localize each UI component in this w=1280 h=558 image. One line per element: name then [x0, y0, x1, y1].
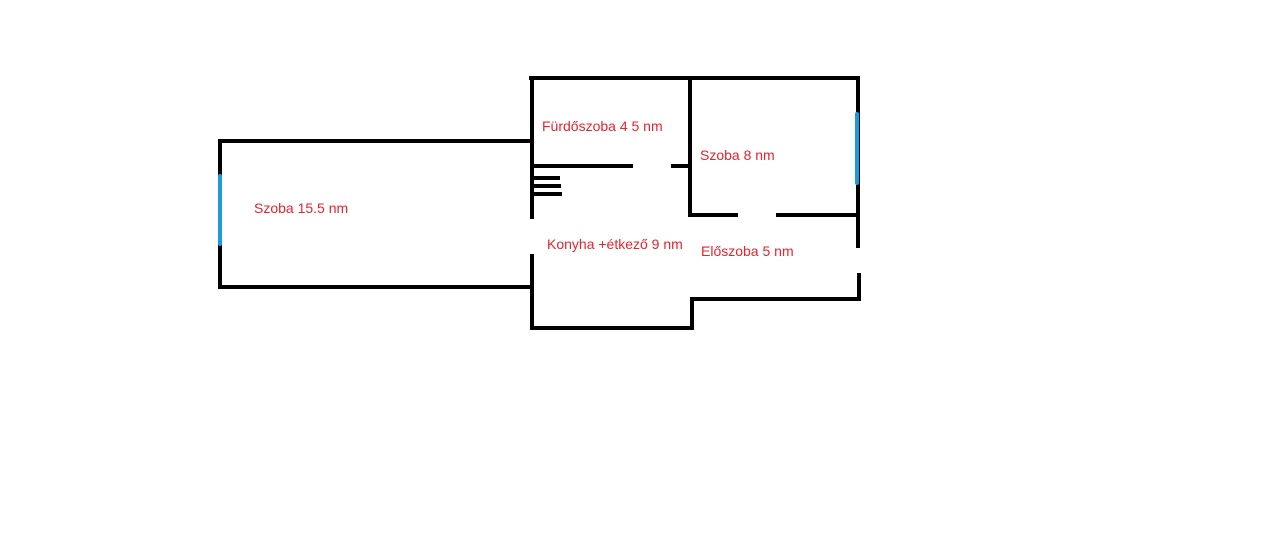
room-label-kitchen: Konyha +étkező 9 nm [547, 236, 683, 252]
room-label-bedroom: Szoba 8 nm [700, 147, 775, 163]
walls [218, 76, 861, 330]
room-label-living-room: Szoba 15.5 nm [254, 200, 349, 216]
stove-icon [531, 176, 562, 196]
room-label-bathroom: Fürdőszoba 4 5 nm [542, 118, 663, 134]
room-label-hallway: Előszoba 5 nm [701, 243, 794, 259]
